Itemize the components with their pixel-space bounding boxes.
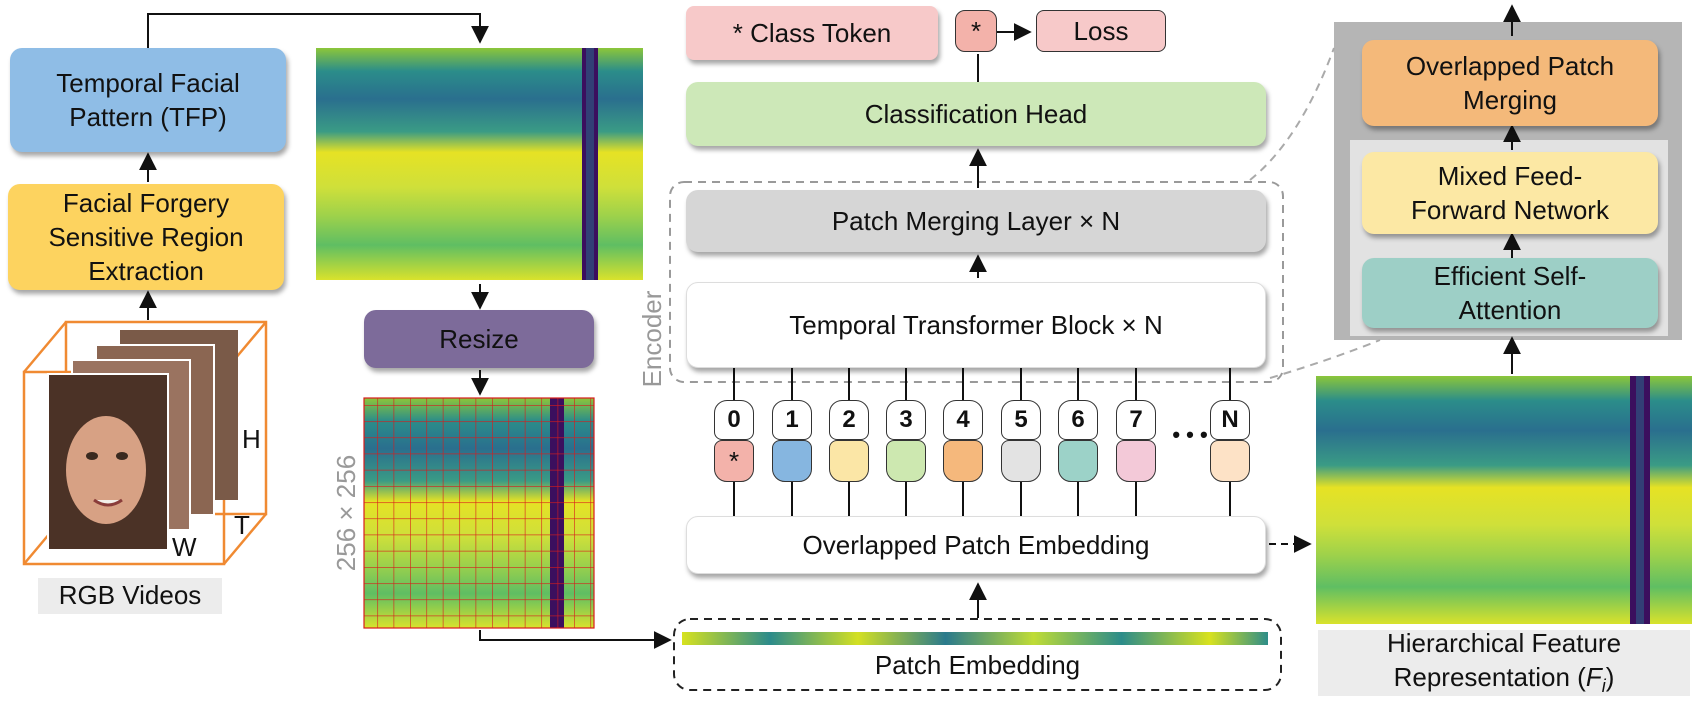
hier-label: Hierarchical Feature Representation (Fi) [1318,626,1690,703]
star-token-box: * [955,10,997,52]
temporal-transformer-box: Temporal Transformer Block × N [686,282,1266,368]
mixed-ffn-label: Mixed Feed-Forward Network [1411,161,1609,225]
hier-subscript: i [1601,676,1606,697]
tfp-label: Temporal Facial Pattern (TFP) [56,68,240,132]
star-icon: * [970,16,982,46]
size-label: 256 × 256 [331,454,361,572]
videos-label-bg [38,578,222,614]
hier-label-line2: Representation (Fi) [1318,660,1690,703]
arrows [139,4,1521,649]
token-cell [1116,440,1156,482]
video-frames [47,330,238,551]
axis-h: H [242,424,261,454]
token-number: 5 [1001,400,1041,440]
token-ellipsis: • • • [1172,422,1208,447]
patch-embedding-label: Patch Embedding [874,650,1081,680]
token-number: 1 [772,400,812,440]
token-number: 2 [829,400,869,440]
hierarchical-feature-heatmap [1316,376,1692,624]
region-extraction-label: Facial Forgery Sensitive Region Extracti… [48,188,244,286]
overlapped-patch-embedding-label: Overlapped Patch Embedding [802,530,1150,560]
zoom-line-top [1249,47,1335,181]
zoom-line-bottom [1269,339,1381,379]
axis-w: W [172,532,197,562]
token-cell [1001,440,1041,482]
class-token-label: * Class Token [732,18,892,48]
hier-symbol: F [1585,662,1602,692]
overlapped-patch-merging-box: Overlapped Patch Merging [1362,40,1658,126]
mixed-ffn-box: Mixed Feed-Forward Network [1362,152,1658,234]
token-number: 0 [714,400,754,440]
loss-label: Loss [1073,16,1129,46]
temporal-transformer-label: Temporal Transformer Block × N [789,310,1163,340]
token-number: 6 [1058,400,1098,440]
patch-embedding-dashed-box [673,618,1282,691]
region-extraction-box: Facial Forgery Sensitive Region Extracti… [8,184,284,290]
resize-box: Resize [364,310,594,368]
tfp-heatmap [316,48,643,280]
hier-label-bg [1318,630,1690,696]
token-cell [829,440,869,482]
rgb-videos-label: RGB Videos [58,580,202,610]
hier-close: ) [1605,662,1615,692]
token-cell [1058,440,1098,482]
tfp-box: Temporal Facial Pattern (TFP) [10,48,286,152]
token-lines [733,368,1231,516]
token-cell [772,440,812,482]
token-number: 3 [886,400,926,440]
resize-label: Resize [439,324,519,354]
resized-heatmap-grid [363,397,595,629]
token-cell [943,440,983,482]
classification-head-label: Classification Head [864,99,1088,129]
efficient-attention-box: Efficient Self-Attention [1362,258,1658,328]
encoder-label: Encoder [637,290,667,388]
token-number: 7 [1116,400,1156,440]
token-number: N [1210,400,1250,440]
patch-merging-layer-box: Patch Merging Layer × N [686,190,1266,252]
token-number: 4 [943,400,983,440]
token-cell [1210,440,1250,482]
hier-label-line1: Hierarchical Feature [1386,628,1622,658]
efficient-attention-label: Efficient Self-Attention [1433,261,1587,325]
classification-head-box: Classification Head [686,82,1266,146]
encoder-dashed-box [669,181,1284,383]
patch-merging-layer-label: Patch Merging Layer × N [831,206,1121,236]
overlapped-patch-embedding-box: Overlapped Patch Embedding [686,516,1266,574]
axis-t: T [234,510,250,540]
token-cell: * [714,440,754,482]
patch-embedding-strip [682,632,1268,645]
hier-label-text: Representation ( [1393,662,1586,692]
star-icon: * [728,445,740,476]
token-cell [886,440,926,482]
loss-box: Loss [1036,10,1166,52]
class-token-box: * Class Token [686,6,938,60]
overlapped-patch-merging-label: Overlapped Patch Merging [1405,51,1615,115]
